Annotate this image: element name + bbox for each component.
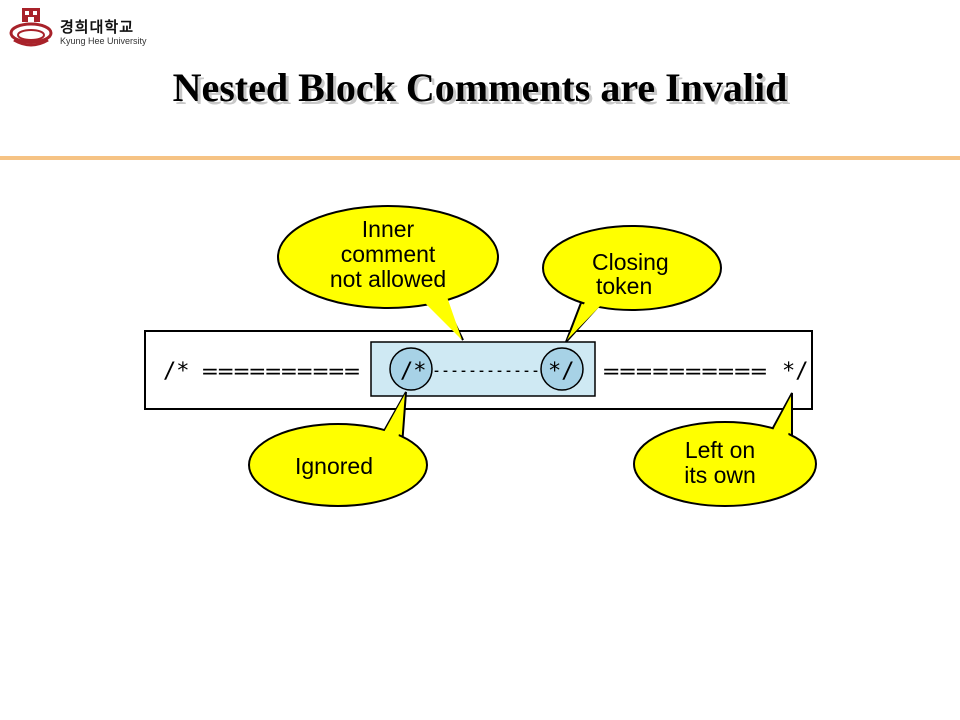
inner-close-token: */ — [548, 359, 575, 384]
outer-close-token: */ — [782, 359, 809, 384]
callout-inner-comment: Inner comment not allowed — [277, 205, 499, 341]
inner-open-token: /* — [400, 359, 427, 384]
callout-closing-token: Closing token — [542, 225, 722, 343]
inner-open-circle — [389, 347, 433, 391]
callout-ignored: Ignored — [248, 391, 428, 507]
inner-fill: ------------ — [432, 360, 540, 381]
callout-left-line1: Left on — [685, 437, 755, 463]
logo-korean-name: 경희대학교 — [60, 18, 135, 36]
inner-close-circle — [540, 347, 584, 391]
slide-title: Nested Block Comments are Invalid — [172, 65, 788, 110]
callout-inner-line3: not allowed — [330, 266, 446, 292]
logo-english-name: Kyung Hee University — [60, 36, 147, 46]
callout-ignored-text: Ignored — [295, 453, 373, 479]
callout-closing-line1: Closing — [592, 249, 669, 275]
crest-icon — [9, 8, 53, 47]
outer-open-token: /* — [163, 359, 190, 384]
right-fill: ========== — [603, 359, 767, 383]
university-logo: 경희대학교 Kyung Hee University — [8, 6, 178, 47]
callout-inner-line2: comment — [341, 241, 436, 267]
left-fill: ========== — [202, 359, 360, 383]
callout-left-line2: its own — [684, 462, 756, 488]
callout-left-alone: Left on its own — [633, 392, 817, 507]
callout-closing-line2: token — [596, 273, 652, 299]
callout-inner-line1: Inner — [362, 216, 415, 242]
title-divider — [0, 156, 960, 160]
